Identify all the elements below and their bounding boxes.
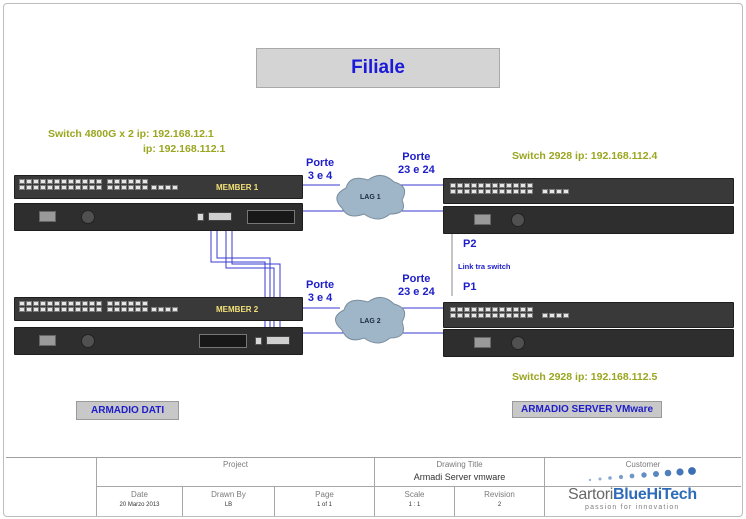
switch2928-top-front: [443, 178, 734, 204]
sw2928-bottom-ports-a: [450, 307, 533, 318]
member1-port-block-b: [107, 179, 148, 190]
member1-rear-panel: [14, 203, 303, 231]
diagram-frame: [3, 3, 743, 517]
sw2928-top-fan-icon: [511, 213, 525, 227]
cabinet-left-tag: ARMADIO DATI: [76, 401, 180, 420]
project-cell: Project: [96, 458, 374, 486]
member2-fan-icon: [81, 334, 95, 348]
member2-front-panel: MEMBER 2: [14, 297, 303, 321]
drawn-by-value: LB: [224, 502, 233, 508]
title-block-divider: [96, 486, 741, 487]
member2-port-block-a: [19, 301, 102, 312]
scale-cell: Scale 1 : 1: [374, 486, 454, 516]
member2-sfp-ports: [151, 307, 178, 312]
member1-port-block-a: [19, 179, 102, 190]
member2-rear-sfp-1: [255, 337, 262, 345]
sw2928-top-sfp: [542, 189, 569, 194]
sw2928-bottom-power-inlet: [474, 337, 491, 348]
page-cell: Page 1 of 1: [274, 486, 374, 516]
p2-label: P2: [463, 238, 477, 250]
right-switch-bottom-label: Switch 2928 ip: 192.168.112.5: [512, 371, 658, 383]
switch2928-top-rear: [443, 206, 734, 234]
logo-dots-icon: [588, 467, 696, 482]
member1-sfp-ports: [151, 185, 178, 190]
sw2928-bottom-sfp: [542, 313, 569, 318]
right-switch-top-label: Switch 2928 ip: 192.168.112.4: [512, 150, 658, 162]
page-title: Filiale: [351, 57, 405, 78]
date-header: Date: [131, 490, 148, 499]
drawing-title-cell: Drawing Title Armadi Server vmware: [374, 458, 544, 486]
page-value: 1 of 1: [316, 502, 332, 508]
sw2928-bottom-fan-icon: [511, 336, 525, 350]
member1-expansion-module: [247, 210, 295, 224]
link-tra-switch-label: Link tra switch: [458, 262, 511, 271]
date-cell: Date 20 Marzo 2013: [96, 486, 182, 516]
customer-header: Customer: [625, 460, 661, 469]
member2-port-block-b: [107, 301, 148, 312]
revision-header: Revision: [484, 490, 515, 499]
cabinet-right-tag: ARMADIO SERVER VMware: [512, 401, 663, 418]
title-block: Project Drawing Title Armadi Server vmwa…: [6, 457, 741, 516]
p1-label: P1: [463, 281, 477, 293]
member1-front-panel: MEMBER 1: [14, 175, 303, 199]
member1-fan-icon: [81, 210, 95, 224]
left-switch-label-line2: ip: 192.168.112.1: [143, 143, 226, 155]
scale-header: Scale: [404, 490, 425, 499]
drawn-by-cell: Drawn By LB: [182, 486, 274, 516]
date-value: 20 Marzo 2013: [119, 502, 160, 508]
drawn-by-header: Drawn By: [211, 490, 246, 499]
left-switch-label-line1: Switch 4800G x 2 ip: 192.168.12.1: [48, 128, 214, 140]
page-header: Page: [315, 490, 334, 499]
drawing-title-header: Drawing Title: [436, 460, 483, 469]
lag2-label: LAG 2: [360, 318, 381, 325]
member1-stack-ports: [208, 212, 232, 221]
lag2-cloud: [335, 297, 406, 344]
title-box: Filiale: [256, 48, 500, 88]
member1-rear-sfp-1: [197, 213, 204, 221]
member1-power-inlet: [39, 211, 56, 222]
member2-label: MEMBER 2: [216, 305, 259, 314]
drawing-title-value: Armadi Server vmware: [413, 472, 506, 482]
member2-power-inlet: [39, 335, 56, 346]
scale-value: 1 : 1: [408, 502, 421, 508]
sw2928-top-ports-a: [450, 183, 533, 194]
revision-value: 2: [497, 502, 502, 508]
sw2928-top-power-inlet: [474, 214, 491, 225]
member2-expansion-module: [199, 334, 247, 348]
revision-cell: Revision 2: [454, 486, 544, 516]
lag1-cloud: [336, 175, 406, 220]
switch2928-bottom-rear: [443, 329, 734, 357]
customer-logo-tagline: passion for innovation: [585, 504, 680, 511]
member2-stack-ports: [266, 336, 290, 345]
project-header: Project: [223, 460, 248, 469]
member1-label: MEMBER 1: [216, 183, 259, 192]
member2-rear-panel: [14, 327, 303, 355]
customer-logo-text: SartoriBlueHiTech: [568, 486, 697, 503]
customer-cell: Customer: [544, 458, 741, 516]
lag1-label: LAG 1: [360, 194, 381, 201]
switch2928-bottom-front: [443, 302, 734, 328]
